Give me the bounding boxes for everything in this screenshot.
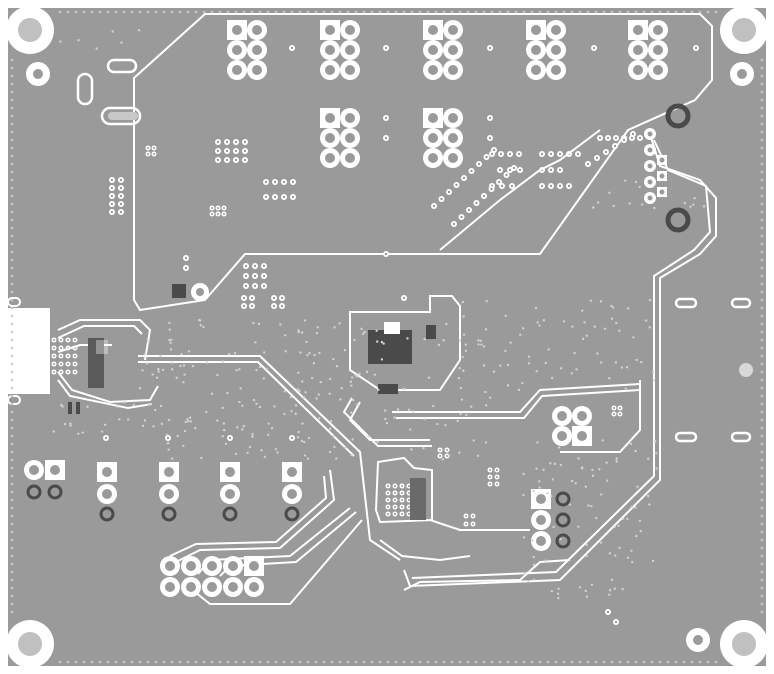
- main-ic: [349, 295, 461, 394]
- header-right: [531, 489, 571, 551]
- copper-pour-outline: [133, 13, 713, 312]
- secondary-ic: [374, 456, 433, 524]
- via-fields: [51, 45, 699, 625]
- connector-right: [644, 128, 667, 204]
- usb-connector-cutout: [8, 308, 50, 394]
- pin-headers-top: [227, 20, 668, 446]
- slots: [76, 58, 752, 443]
- large-pads-right: [665, 103, 691, 233]
- traces: [57, 129, 717, 605]
- mounting-holes: [6, 6, 768, 668]
- pin-headers-bottom: [24, 460, 302, 522]
- left-components: [68, 283, 209, 414]
- scatter-vias: [52, 29, 706, 600]
- edge-vias: [10, 10, 764, 664]
- header-2x5: [160, 556, 264, 597]
